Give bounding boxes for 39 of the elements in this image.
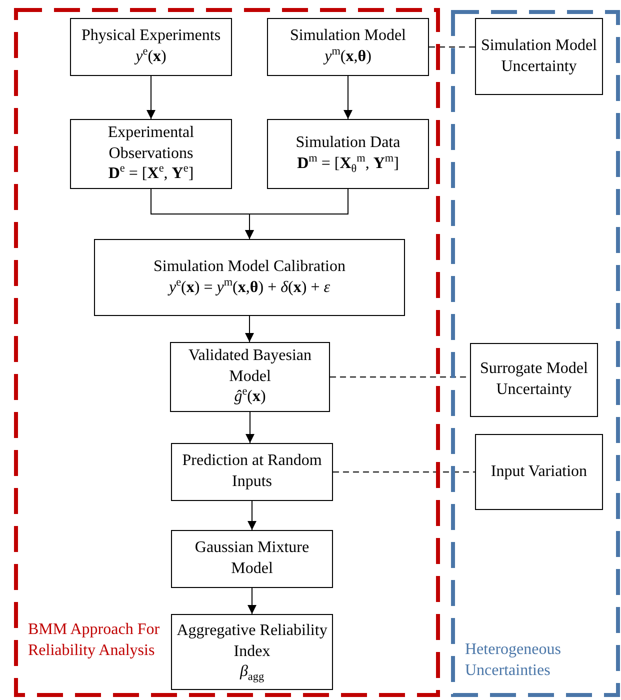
process-box	[171, 530, 333, 588]
group-label: Heterogeneous Uncertainties	[465, 640, 562, 681]
box-text: Input Variation	[490, 462, 588, 482]
box-text: Prediction at Random Inputs	[181, 451, 323, 492]
box-text: Gaussian Mixture Model	[194, 538, 310, 579]
arrow	[344, 76, 352, 120]
box-text: Experimental Observations	[106, 122, 196, 164]
arrow	[245, 316, 254, 342]
box-text: D$^{e}$ = [X$^{e}$, Y$^{e}$]	[108, 164, 194, 184]
dashed-group-frame	[451, 10, 620, 697]
process-box	[170, 342, 330, 412]
arrow	[245, 188, 348, 240]
box-text: Surrogate Model Uncertainty	[479, 359, 589, 400]
process-box	[94, 239, 405, 316]
process-box	[470, 343, 598, 417]
group-label: BMM Approach For Reliability Analysis	[28, 620, 161, 661]
arrow	[248, 588, 256, 614]
box-text: β$_{agg}$	[240, 662, 264, 684]
process-box	[267, 119, 429, 189]
arrow	[146, 76, 156, 120]
arrow	[246, 412, 254, 444]
process-box	[171, 614, 333, 690]
box-text: y$^{e}$(x) = y$^{m}$(x,θ) + δ(x) + ε	[168, 278, 330, 298]
box-text: Simulation Model Calibration	[154, 256, 346, 277]
process-box	[70, 119, 232, 189]
box-text: D$^{m}$ = [X$_{θ}$$^{m}$, Y$^{m}$]	[297, 154, 399, 175]
box-text: ĝ$^{e}$(x)	[234, 387, 266, 408]
box-text: Simulation Model Uncertainty	[480, 36, 598, 76]
box-text: Simulation Data	[296, 133, 400, 154]
box-text: Physical Experiments y$^{e}$(x)	[80, 26, 222, 67]
dashed-connector	[428, 46, 476, 48]
arrow	[248, 500, 256, 530]
process-box	[267, 18, 429, 76]
process-box	[475, 434, 603, 510]
process-box	[70, 18, 232, 76]
process-box	[171, 443, 333, 501]
box-text: Simulation Model y$^{m}$(x,θ)	[289, 26, 407, 67]
process-box	[475, 18, 603, 95]
dashed-group-frame	[14, 8, 440, 697]
